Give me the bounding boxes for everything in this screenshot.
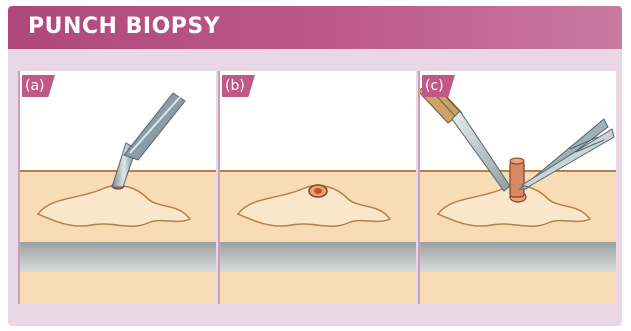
figure: PUNCH BIOPSY — [8, 6, 622, 326]
biopsy-cylinder — [510, 158, 524, 197]
subcutaneous-layer — [420, 242, 616, 272]
subcutaneous-layer — [20, 242, 216, 272]
title-bar: PUNCH BIOPSY — [8, 6, 622, 49]
biopsy-core — [314, 188, 322, 194]
panel-c-illustration — [420, 71, 616, 304]
subcutaneous-layer — [220, 242, 416, 272]
panel-b: (b) — [218, 71, 416, 304]
figure-title: PUNCH BIOPSY — [28, 14, 220, 39]
panel-a-illustration — [20, 71, 216, 304]
panel-a: (a) — [18, 71, 216, 304]
panel-b-illustration — [220, 71, 416, 304]
panel-c: (c) — [418, 71, 616, 304]
